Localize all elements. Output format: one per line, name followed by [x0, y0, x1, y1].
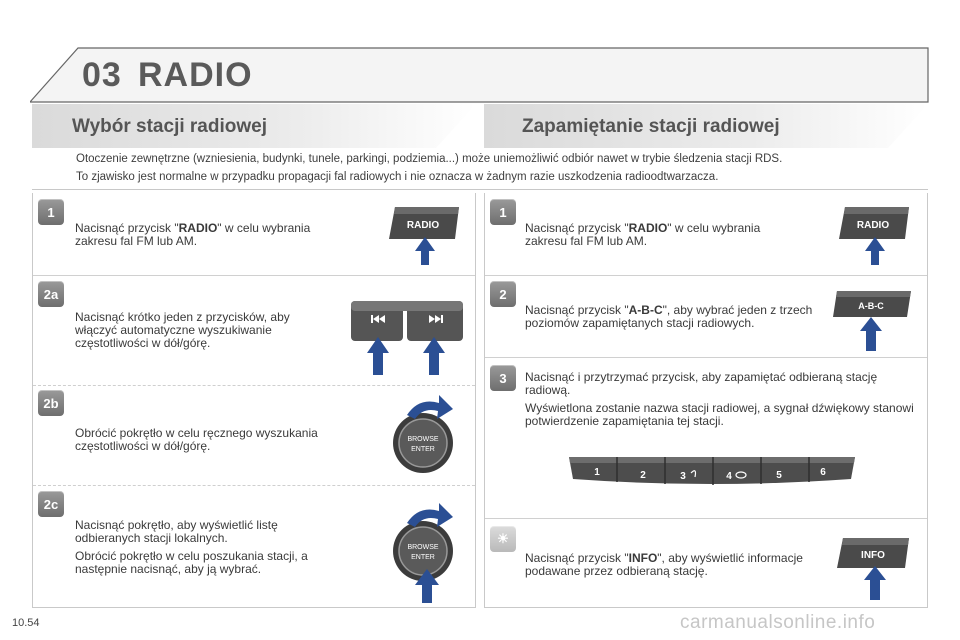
press-arrow-icon	[367, 337, 389, 375]
preset-buttons[interactable]: 1 2 3 4 5 6	[565, 449, 859, 517]
preset-4: 4	[726, 471, 732, 482]
rotate-arrow-icon	[407, 395, 453, 419]
svg-text:BROWSE: BROWSE	[407, 436, 438, 443]
page-number: 10.54	[12, 617, 40, 629]
preset-3: 3	[680, 471, 686, 482]
step-2a: 2a Nacisnąć krótko jeden z przycisków, a…	[33, 275, 475, 385]
press-arrow-icon	[415, 569, 439, 603]
step-2-right: 2 Nacisnąć przycisk "A-B-C", aby wybrać …	[485, 275, 927, 357]
browse-knob-press[interactable]: BROWSE ENTER	[385, 497, 469, 605]
svg-text:ENTER: ENTER	[411, 554, 435, 561]
repeat-icon	[735, 471, 747, 479]
svg-text:RADIO: RADIO	[407, 220, 439, 231]
reception-notice: Otoczenie zewnętrzne (wzniesienia, budyn…	[32, 148, 928, 190]
loop-icon	[690, 470, 697, 478]
step-text: Nacisnąć przycisk "INFO", aby wyświetlić…	[525, 551, 803, 578]
seek-buttons[interactable]	[345, 297, 469, 379]
notice-line-1: Otoczenie zewnętrzne (wzniesienia, budyn…	[76, 153, 783, 165]
step-1-left: 1 Nacisnąć przycisk "RADIO" w celu wybra…	[33, 193, 475, 275]
preset-2: 2	[640, 470, 646, 481]
svg-text:BROWSE: BROWSE	[407, 544, 438, 551]
chapter-number: 03	[82, 56, 122, 94]
press-arrow-icon	[865, 237, 885, 265]
seek-forward-icon	[429, 315, 443, 323]
svg-text:INFO: INFO	[861, 550, 885, 561]
chapter-header: 03 RADIO	[30, 44, 930, 104]
browse-knob[interactable]: BROWSE ENTER	[385, 393, 469, 481]
step-badge: 1	[38, 199, 64, 225]
step-badge: 1	[490, 199, 516, 225]
chapter-title: RADIO	[138, 56, 253, 94]
step-text: Nacisnąć przycisk "A-B-C", aby wybrać je…	[525, 303, 813, 330]
svg-text:A-B-C: A-B-C	[858, 301, 884, 311]
section-banner-right: Zapamiętanie stacji radiowej	[484, 104, 928, 148]
radio-button[interactable]: RADIO	[387, 205, 467, 267]
watermark: carmanualsonline.info	[680, 612, 876, 633]
left-column: 1 Nacisnąć przycisk "RADIO" w celu wybra…	[32, 193, 476, 608]
info-button[interactable]: INFO	[835, 536, 915, 606]
step-badge: 2a	[38, 281, 64, 307]
step-text: Nacisnąć krótko jeden z przycisków, aby …	[75, 310, 290, 350]
press-arrow-icon	[860, 317, 882, 351]
section-banner-left: Wybór stacji radiowej	[32, 104, 476, 148]
step-text: Nacisnąć i przytrzymać przycisk, aby zap…	[525, 370, 914, 428]
section-title-right: Zapamiętanie stacji radiowej	[522, 116, 780, 137]
press-arrow-icon	[415, 237, 435, 265]
step-badge: 2b	[38, 390, 64, 416]
step-3-right: 3 Nacisnąć i przytrzymać przycisk, aby z…	[485, 357, 927, 518]
radio-button[interactable]: RADIO	[837, 205, 917, 267]
info-bulb-icon: ☀	[490, 526, 516, 552]
step-badge: 2c	[38, 491, 64, 517]
right-column: 1 Nacisnąć przycisk "RADIO" w celu wybra…	[484, 193, 928, 608]
press-arrow-icon	[423, 337, 445, 375]
rotate-arrow-icon	[407, 503, 453, 527]
step-2c: 2c Nacisnąć pokrętło, aby wyświetlić lis…	[33, 485, 475, 607]
step-text: Nacisnąć przycisk "RADIO" w celu wybrani…	[75, 221, 311, 248]
seek-back-icon	[371, 315, 385, 323]
section-title-left: Wybór stacji radiowej	[72, 116, 267, 137]
abc-button[interactable]: A-B-C	[831, 289, 915, 353]
svg-text:RADIO: RADIO	[857, 220, 889, 231]
step-badge: 3	[490, 365, 516, 391]
step-text: Obrócić pokrętło w celu ręcznego wyszuka…	[75, 426, 318, 453]
preset-6: 6	[820, 467, 826, 478]
step-2b: 2b Obrócić pokrętło w celu ręcznego wysz…	[33, 385, 475, 485]
step-1-right: 1 Nacisnąć przycisk "RADIO" w celu wybra…	[485, 193, 927, 275]
step-badge: 2	[490, 281, 516, 307]
svg-text:ENTER: ENTER	[411, 446, 435, 453]
header-frame	[30, 47, 929, 103]
notice-line-2: To zjawisko jest normalne w przypadku pr…	[76, 171, 719, 183]
step-text: Nacisnąć pokrętło, aby wyświetlić listę …	[75, 518, 308, 576]
step-text: Nacisnąć przycisk "RADIO" w celu wybrani…	[525, 221, 761, 248]
step-info: ☀ Nacisnąć przycisk "INFO", aby wyświetl…	[485, 518, 927, 608]
preset-5: 5	[776, 470, 782, 481]
preset-1: 1	[594, 467, 600, 478]
press-arrow-icon	[864, 566, 886, 600]
